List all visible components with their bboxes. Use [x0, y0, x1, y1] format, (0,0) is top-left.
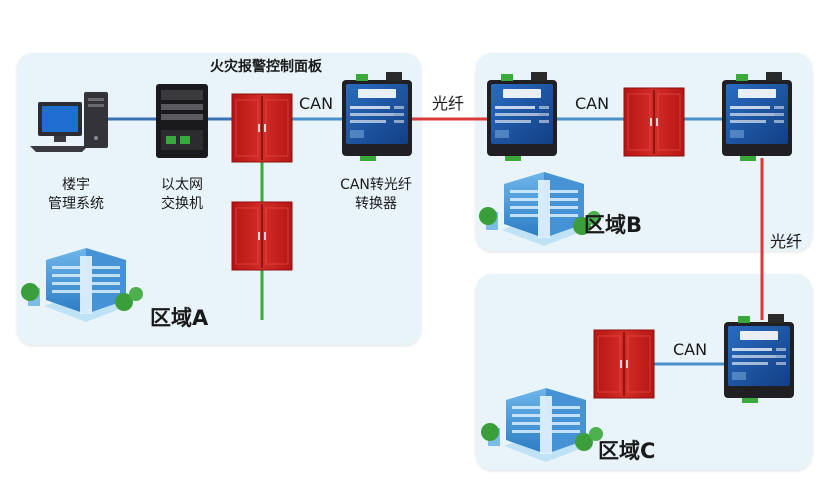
can-label-zone-c: CAN: [672, 340, 708, 359]
fire-panel-zone-c: [593, 329, 655, 399]
zone-c-label: 区域C: [598, 439, 656, 463]
fire-panel-zone-b: [623, 87, 685, 157]
building-icon-zone-b: [479, 172, 601, 246]
computer-icon: [30, 92, 108, 152]
ethernet-switch-icon: [156, 84, 208, 158]
can-fiber-converter-zone-b-right: [722, 72, 792, 161]
can-fiber-converter-zone-c: [724, 314, 794, 403]
fire-panel-zone-a-top: [231, 93, 293, 163]
fire-panel-title: 火灾报警控制面板: [210, 59, 322, 75]
building-icon-zone-c: [481, 388, 603, 462]
can-label-zone-a: CAN: [298, 94, 334, 113]
fire-panel-zone-a-bottom: [231, 201, 293, 271]
ethernet-switch-label: 以太网 交换机: [161, 177, 203, 212]
zone-a-label: 区域A: [150, 306, 209, 330]
building-system-label: 楼宇 管理系统: [48, 177, 104, 212]
fiber-label-a-b: 光纤: [431, 94, 464, 113]
can-label-zone-b: CAN: [574, 94, 610, 113]
building-icon-zone-a: [21, 248, 143, 322]
zone-b-label: 区域B: [584, 213, 643, 237]
converter-label: CAN转光纤 转换器: [340, 177, 412, 212]
fiber-label-b-c: 光纤: [769, 232, 802, 251]
can-fiber-converter-zone-a: [342, 72, 412, 161]
can-fiber-converter-zone-b-left: [487, 72, 557, 161]
